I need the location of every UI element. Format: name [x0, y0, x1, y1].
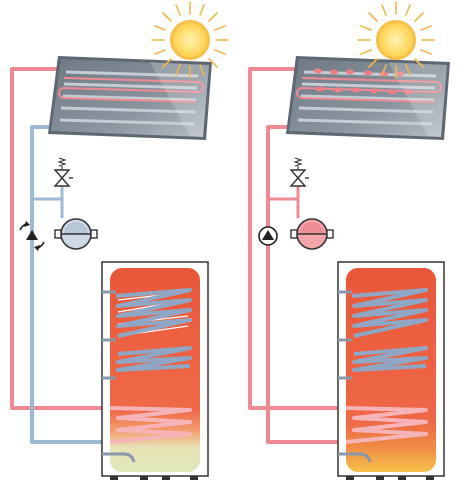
hot-pipe-left	[10, 67, 110, 410]
panel-right	[248, 1, 450, 480]
hot-pipe-right	[248, 67, 346, 410]
circulation-arrows-icon	[19, 221, 45, 251]
pump-direction-icon	[258, 226, 278, 246]
sun-icon	[357, 1, 435, 79]
safety-valve-icon	[289, 157, 309, 187]
storage-tank-icon	[337, 261, 445, 480]
solar-collector-icon	[48, 56, 212, 140]
sun-icon	[151, 1, 229, 79]
heat-dots	[314, 68, 412, 95]
safety-valve-icon	[53, 157, 73, 187]
return-pipe-right	[266, 125, 344, 444]
cold-pipe-left	[30, 125, 108, 444]
solar-collector-icon	[286, 56, 450, 140]
panel-left	[10, 1, 229, 480]
pump-branch-right	[268, 186, 300, 218]
storage-tank-icon	[101, 261, 209, 480]
pump-icon	[54, 218, 98, 250]
pump-branch-left	[32, 186, 64, 218]
pump-icon	[290, 218, 334, 250]
